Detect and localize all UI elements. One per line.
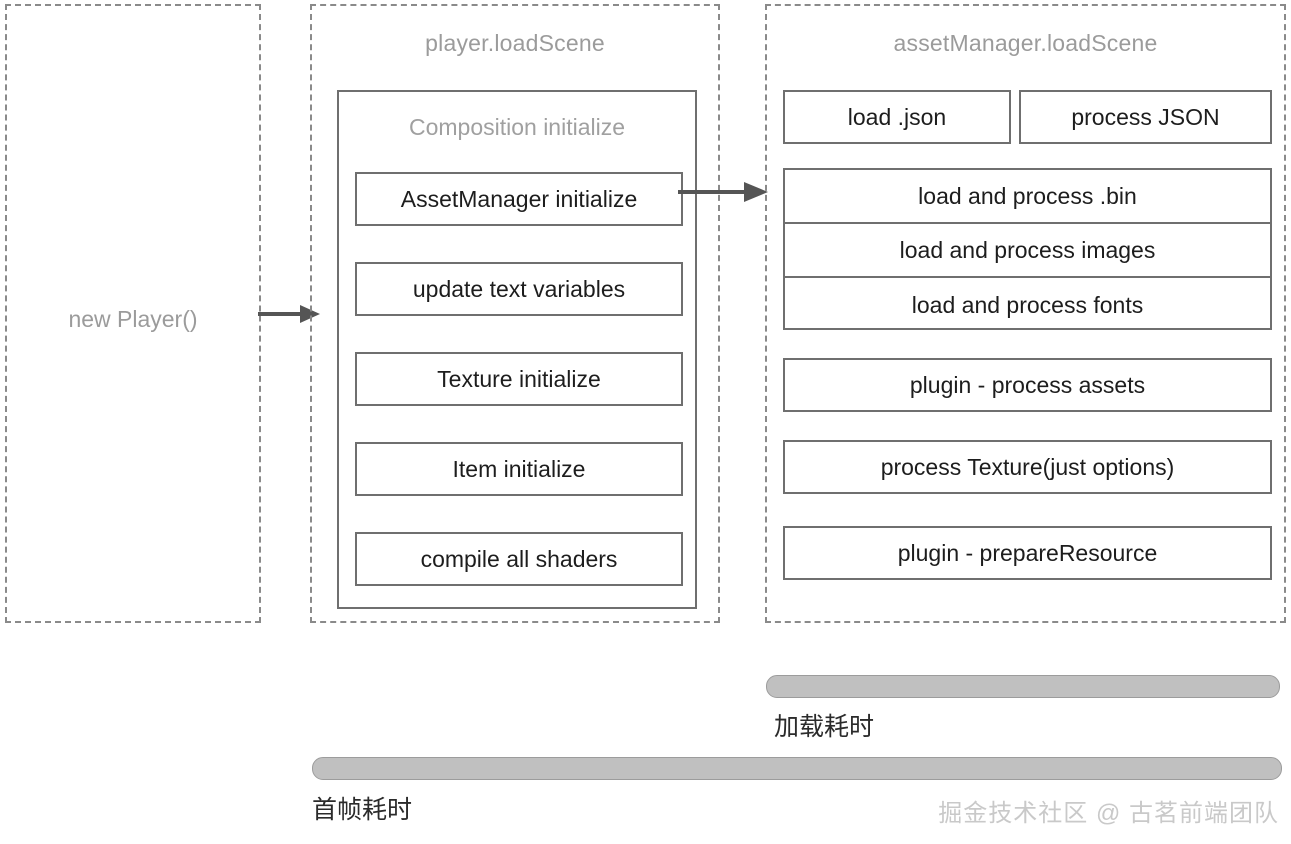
load-duration-label: 加载耗时 [774, 713, 875, 741]
step-plugin-prepare-resource[interactable]: plugin - prepareResource [783, 526, 1272, 580]
stack-load-and-process: load and process .bin load and process i… [783, 168, 1272, 330]
group-composition-initialize: Composition initialize AssetManager init… [337, 90, 697, 609]
step-item-initialize[interactable]: Item initialize [355, 442, 683, 496]
lane-asset-manager-load-scene: assetManager.loadScene load .json proces… [765, 4, 1286, 623]
step-process-json[interactable]: process JSON [1019, 90, 1272, 144]
arrow-assetmanager-initialize-to-assetmanager-loadscene [678, 182, 768, 202]
lane-title-player-load-scene: player.loadScene [425, 30, 605, 56]
step-assetmanager-initialize[interactable]: AssetManager initialize [355, 172, 683, 226]
step-plugin-process-assets[interactable]: plugin - process assets [783, 358, 1272, 412]
step-update-text-variables[interactable]: update text variables [355, 262, 683, 316]
lane-new-player: new Player() [5, 4, 261, 623]
watermark: 掘金技术社区 @ 古茗前端团队 [938, 800, 1279, 827]
new-player-label: new Player() [68, 306, 198, 332]
step-load-and-process-bin[interactable]: load and process .bin [785, 170, 1270, 224]
lane-title-asset-manager-load-scene: assetManager.loadScene [893, 30, 1158, 56]
step-load-and-process-fonts[interactable]: load and process fonts [911, 291, 1144, 318]
step-load-json[interactable]: load .json [783, 90, 1011, 144]
step-texture-initialize[interactable]: Texture initialize [355, 352, 683, 406]
step-compile-all-shaders[interactable]: compile all shaders [355, 532, 683, 586]
first-frame-duration-label: 首帧耗时 [312, 796, 413, 824]
group-title-composition-initialize: Composition initialize [408, 114, 626, 140]
load-duration-bar [766, 675, 1280, 698]
lane-player-load-scene: player.loadScene Composition initialize … [310, 4, 720, 623]
step-process-texture-just-options[interactable]: process Texture(just options) [783, 440, 1272, 494]
first-frame-duration-bar [312, 757, 1282, 780]
step-load-and-process-images[interactable]: load and process images [785, 224, 1270, 278]
